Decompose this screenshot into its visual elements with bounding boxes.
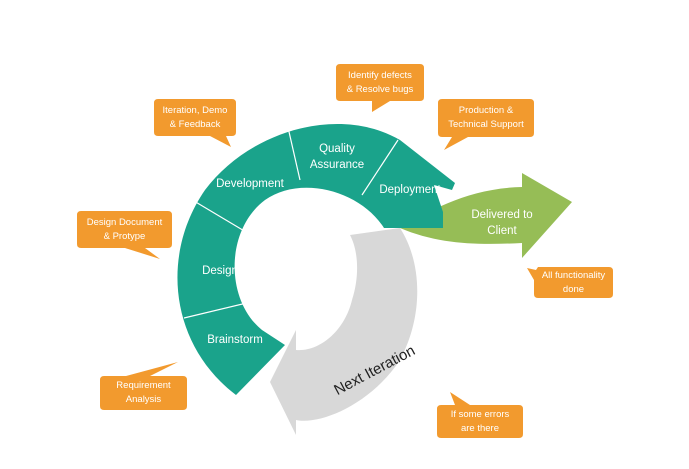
delivered-to-client-label: Delivered to Client xyxy=(471,209,533,238)
callout-requirement-analysis-text: Requirement Analysis xyxy=(116,380,171,405)
segment-brainstorm: Brainstorm xyxy=(207,334,263,346)
callout-all-functionality-text: All functionality done xyxy=(541,269,606,295)
delivered-arrow xyxy=(400,173,572,258)
callout-iteration-demo xyxy=(154,99,236,147)
callout-all-functionality xyxy=(527,267,613,298)
ring-divider xyxy=(286,122,301,181)
ring-divider xyxy=(193,200,247,233)
callout-iteration-demo-text: Iteration, Demo & Feedback xyxy=(162,104,228,130)
callout-design-document-text: Design Document & Protype xyxy=(86,216,163,242)
callout-some-errors xyxy=(437,392,523,438)
callout-identify-defects-text: Identify defects & Resolve bugs xyxy=(346,69,414,95)
next-iteration-arrow xyxy=(270,228,418,435)
process-ring xyxy=(177,124,455,396)
segment-design: Design xyxy=(202,265,238,277)
ring-divider xyxy=(361,139,399,196)
callout-design-document xyxy=(77,211,172,259)
callout-production-support-text: Production & Technical Support xyxy=(448,105,524,130)
callout-requirement-analysis xyxy=(100,362,187,410)
segment-deployment: Deployment xyxy=(379,184,441,196)
segment-development: Development xyxy=(216,178,284,190)
callout-some-errors-text: If some errors are there xyxy=(450,408,510,434)
segment-quality-assurance: Quality Assurance xyxy=(309,143,365,171)
ring-divider xyxy=(183,295,277,319)
callout-production-support xyxy=(438,99,534,150)
callout-identify-defects xyxy=(336,64,424,112)
